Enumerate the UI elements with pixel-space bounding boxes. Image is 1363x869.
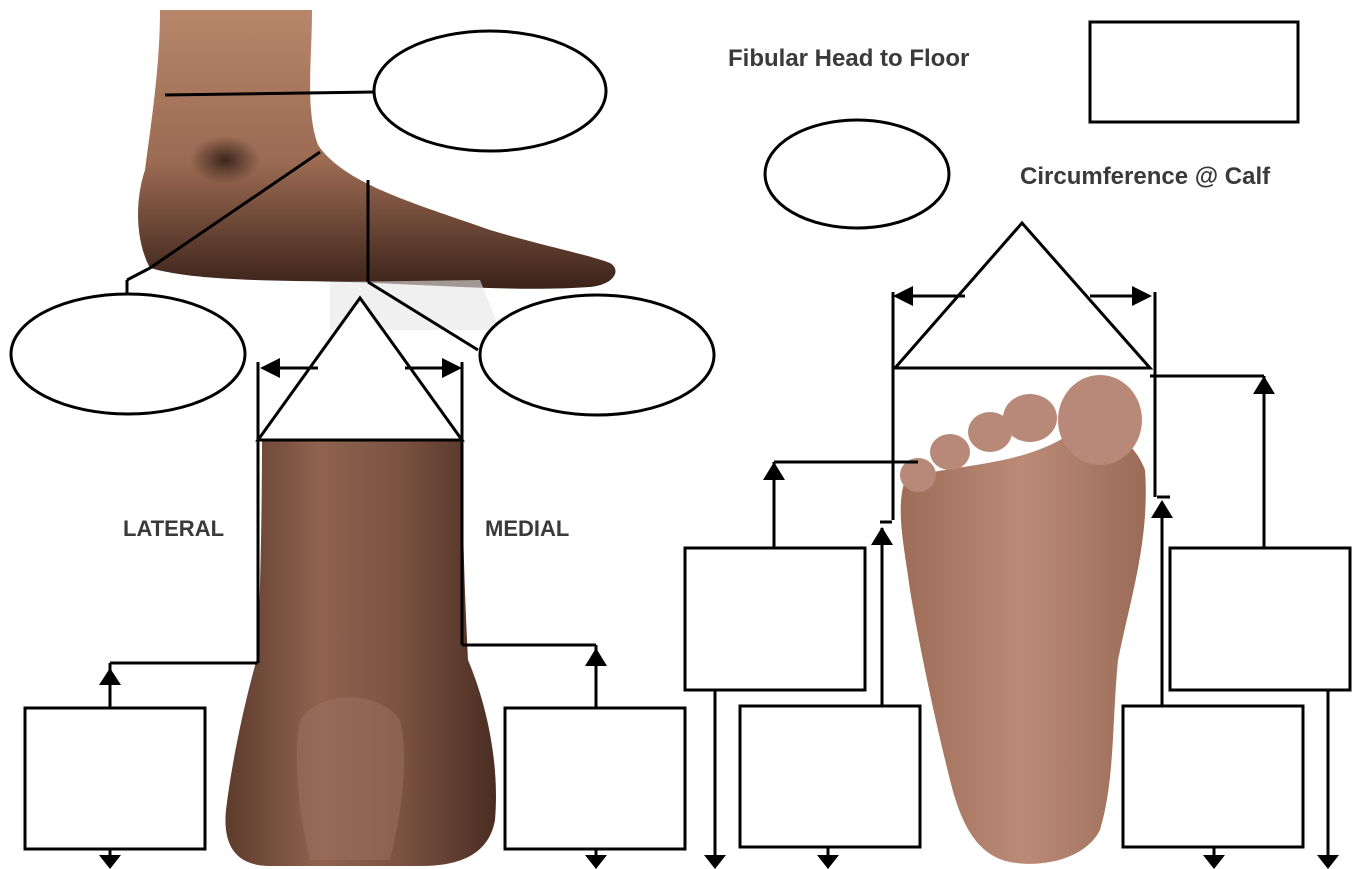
ankle-circumference-field[interactable] xyxy=(374,31,606,151)
lateral-label: LATERAL xyxy=(123,516,224,541)
fibular-head-to-floor-field[interactable] xyxy=(1090,22,1298,122)
fibular-head-to-floor-label: Fibular Head to Floor xyxy=(728,45,969,72)
toe-length-medial-field[interactable] xyxy=(1170,548,1350,690)
toe-length-lateral-field[interactable] xyxy=(685,548,865,690)
arch-length-medial-field[interactable] xyxy=(1123,706,1303,847)
medial-malleolus-height-field[interactable] xyxy=(505,708,685,849)
midfoot-circumference-field[interactable] xyxy=(480,295,714,415)
plantar-foot-sole-illustration xyxy=(900,375,1146,864)
arch-length-lateral-field[interactable] xyxy=(740,706,920,847)
circumference-at-calf-label: Circumference @ Calf xyxy=(1020,163,1271,190)
calf-circumference-field[interactable] xyxy=(765,120,949,228)
medial-label: MEDIAL xyxy=(485,516,569,541)
rear-view-ankle-illustration xyxy=(225,440,496,866)
heel-instep-circumference-field[interactable] xyxy=(11,294,245,414)
lateral-malleolus-height-field[interactable] xyxy=(25,708,205,849)
